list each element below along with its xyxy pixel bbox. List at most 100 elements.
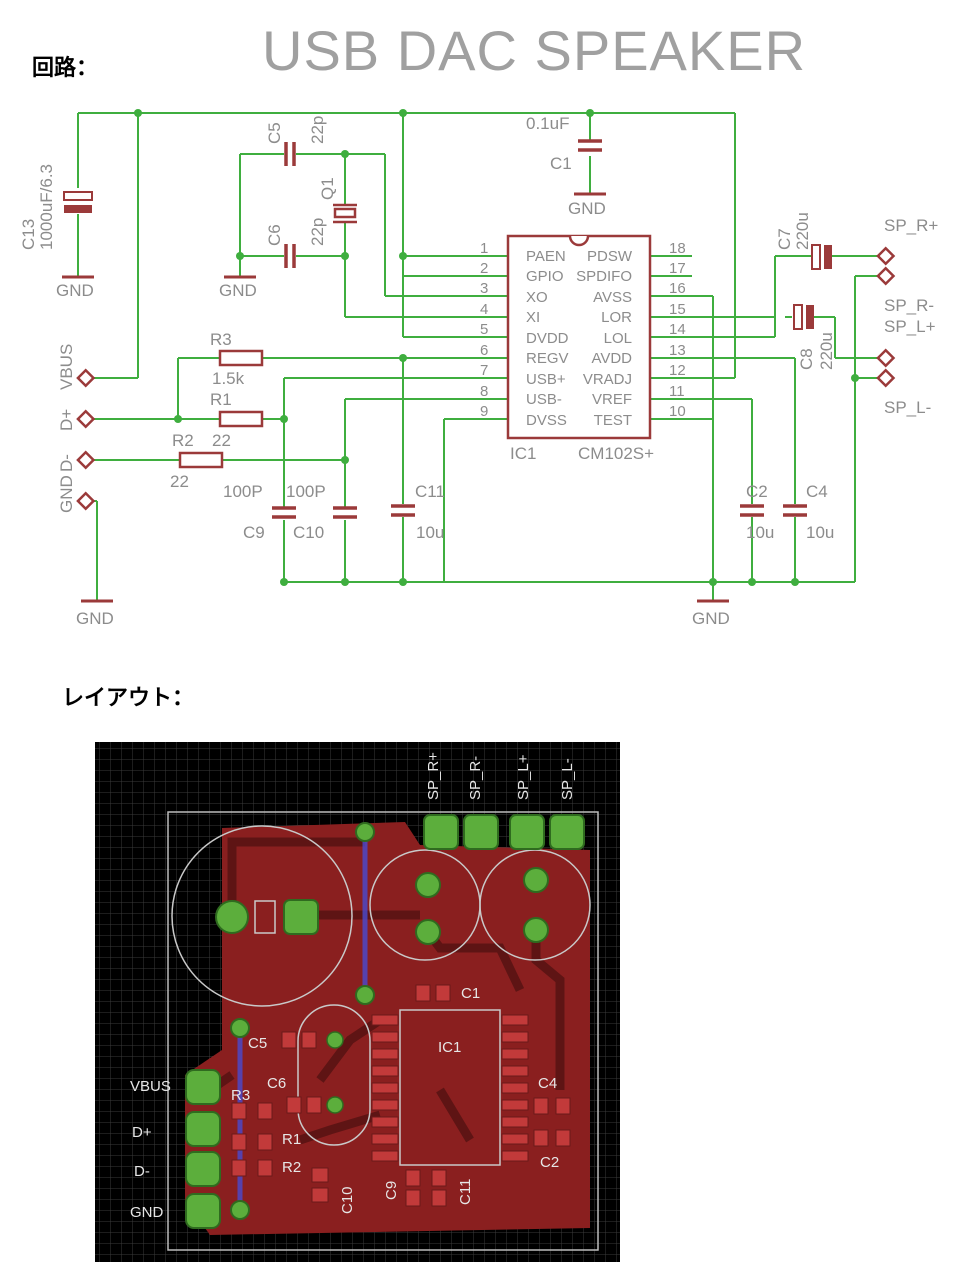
pcb-label-dminus: D- — [134, 1163, 150, 1180]
pcb-label-c1: C1 — [461, 985, 480, 1002]
ic1-notch — [568, 235, 590, 247]
pcb-layout — [95, 742, 620, 1262]
conn-gnd: GND — [57, 475, 76, 513]
pcb-label-dplus: D+ — [132, 1124, 152, 1141]
pcb-label-sp-l-plus: SP_L+ — [515, 754, 532, 800]
ic1-pins-right: 18 17 16 15 14 13 12 11 10 PDSW SPDIFO A… — [576, 240, 686, 429]
c2-name: C2 — [746, 482, 768, 501]
layout-heading: レイアウト： — [62, 686, 195, 711]
pcb-label-sp-r-minus: SP_R- — [467, 756, 484, 800]
pin-name: DVSS — [526, 412, 567, 429]
c13-plate-top — [63, 191, 93, 201]
pin-num: 3 — [480, 280, 488, 297]
pin-name: REGV — [526, 350, 569, 367]
pcb-label-sp-r-plus: SP_R+ — [425, 752, 442, 800]
c13-name: C13 — [19, 219, 38, 250]
c13-plate-bottom — [64, 205, 92, 213]
gnd-label-connector: GND — [76, 609, 114, 628]
pin-num: 6 — [480, 342, 488, 359]
pin-name: GPIO — [526, 268, 564, 285]
r1-value: 22 — [212, 431, 231, 450]
pin-num: 8 — [480, 383, 488, 400]
r3-value: 1.5k — [212, 369, 245, 388]
pin-num: 14 — [669, 321, 686, 338]
pin-name: LOL — [604, 330, 632, 347]
c4-value: 10u — [806, 523, 834, 542]
pin-num: 17 — [669, 260, 686, 277]
pin-num: 10 — [669, 403, 686, 420]
c1-name: C1 — [550, 154, 572, 173]
gnd-label-c6: GND — [219, 281, 257, 300]
junction-dots — [134, 109, 859, 586]
pcb-labels: SP_R+ SP_R- SP_L+ SP_L- VBUS D+ D- GND C… — [130, 752, 576, 1221]
pin-name: USB- — [526, 391, 562, 408]
schematic-capacitors — [272, 139, 807, 519]
c6-value: 22p — [308, 218, 327, 246]
c13-value: 1000uF/6.3 — [37, 164, 56, 250]
pcb-label-c6: C6 — [267, 1075, 286, 1092]
diagram-title: USB DAC SPEAKER — [262, 19, 807, 82]
smd-pads — [231, 984, 571, 1207]
pcb-label-sp-l-minus: SP_L- — [559, 758, 576, 800]
pin-num: 1 — [480, 240, 488, 257]
pcb-label-r2: R2 — [282, 1159, 301, 1176]
c11-name: C11 — [415, 482, 445, 501]
c8-plate-left — [793, 304, 803, 330]
pin-num: 13 — [669, 342, 686, 359]
pin-name: SPDIFO — [576, 268, 632, 285]
c7-plate-right — [824, 245, 832, 269]
conn-vbus: VBUS — [57, 344, 76, 390]
c6-name: C6 — [265, 224, 284, 246]
board-outline — [167, 811, 599, 1251]
pin-name: XO — [526, 289, 548, 306]
conn-sp-r-minus: SP_R- — [884, 296, 934, 315]
c9-value: 100P — [223, 482, 263, 501]
schematic-wires — [77, 112, 880, 600]
pin-name: TEST — [594, 412, 632, 429]
schematic-resistors — [178, 349, 264, 469]
r2-name: R2 — [172, 431, 194, 450]
pin-num: 4 — [480, 301, 488, 318]
conn-dplus: D+ — [57, 409, 76, 431]
c4-name: C4 — [806, 482, 828, 501]
c13-silk — [171, 825, 353, 1007]
pin-num: 9 — [480, 403, 488, 420]
pin-num: 11 — [669, 383, 685, 400]
gnd-symbols — [62, 192, 729, 603]
pin-name: PDSW — [587, 248, 633, 265]
pcb-label-c5: C5 — [248, 1035, 267, 1052]
c2-value: 10u — [746, 523, 774, 542]
c11-value: 10u — [416, 523, 444, 542]
pin-name: AVDD — [591, 350, 632, 367]
c1-value: 0.1uF — [526, 114, 569, 133]
schematic-connectors — [76, 246, 896, 511]
ic1-pins-left: 1 2 3 4 5 6 7 8 9 PAEN GPIO XO XI DVDD R… — [480, 240, 569, 429]
pin-name: VRADJ — [583, 371, 632, 388]
pin-name: XI — [526, 309, 540, 326]
c8-value: 220u — [817, 332, 836, 370]
r1-name: R1 — [210, 390, 232, 409]
crystal-q1 — [333, 203, 357, 224]
pcb-label-vbus: VBUS — [130, 1078, 171, 1095]
pin-name: PAEN — [526, 248, 566, 265]
c10-value: 100P — [286, 482, 326, 501]
conn-dminus: D- — [57, 454, 76, 472]
pcb-label-c4: C4 — [538, 1075, 557, 1092]
pin-num: 5 — [480, 321, 488, 338]
crystal-pads — [326, 1031, 344, 1114]
r3-name: R3 — [210, 330, 232, 349]
pin-name: DVDD — [526, 330, 569, 347]
c7-name: C7 — [775, 228, 794, 250]
ic1-part: CM102S+ — [578, 444, 654, 463]
pin-num: 15 — [669, 301, 686, 318]
q1-name: Q1 — [318, 177, 337, 200]
schematic-labels: C13 1000uF/6.3 GND C5 22p Q1 C6 22p GND … — [19, 114, 938, 628]
c10-name: C10 — [293, 523, 324, 542]
c7-plate-left — [811, 244, 821, 270]
pcb-label-ic1: IC1 — [438, 1039, 461, 1056]
c5-value: 22p — [308, 116, 327, 144]
ic1-name: IC1 — [510, 444, 536, 463]
pin-name: LOR — [601, 309, 632, 326]
pcb-label-r3: R3 — [231, 1087, 250, 1104]
